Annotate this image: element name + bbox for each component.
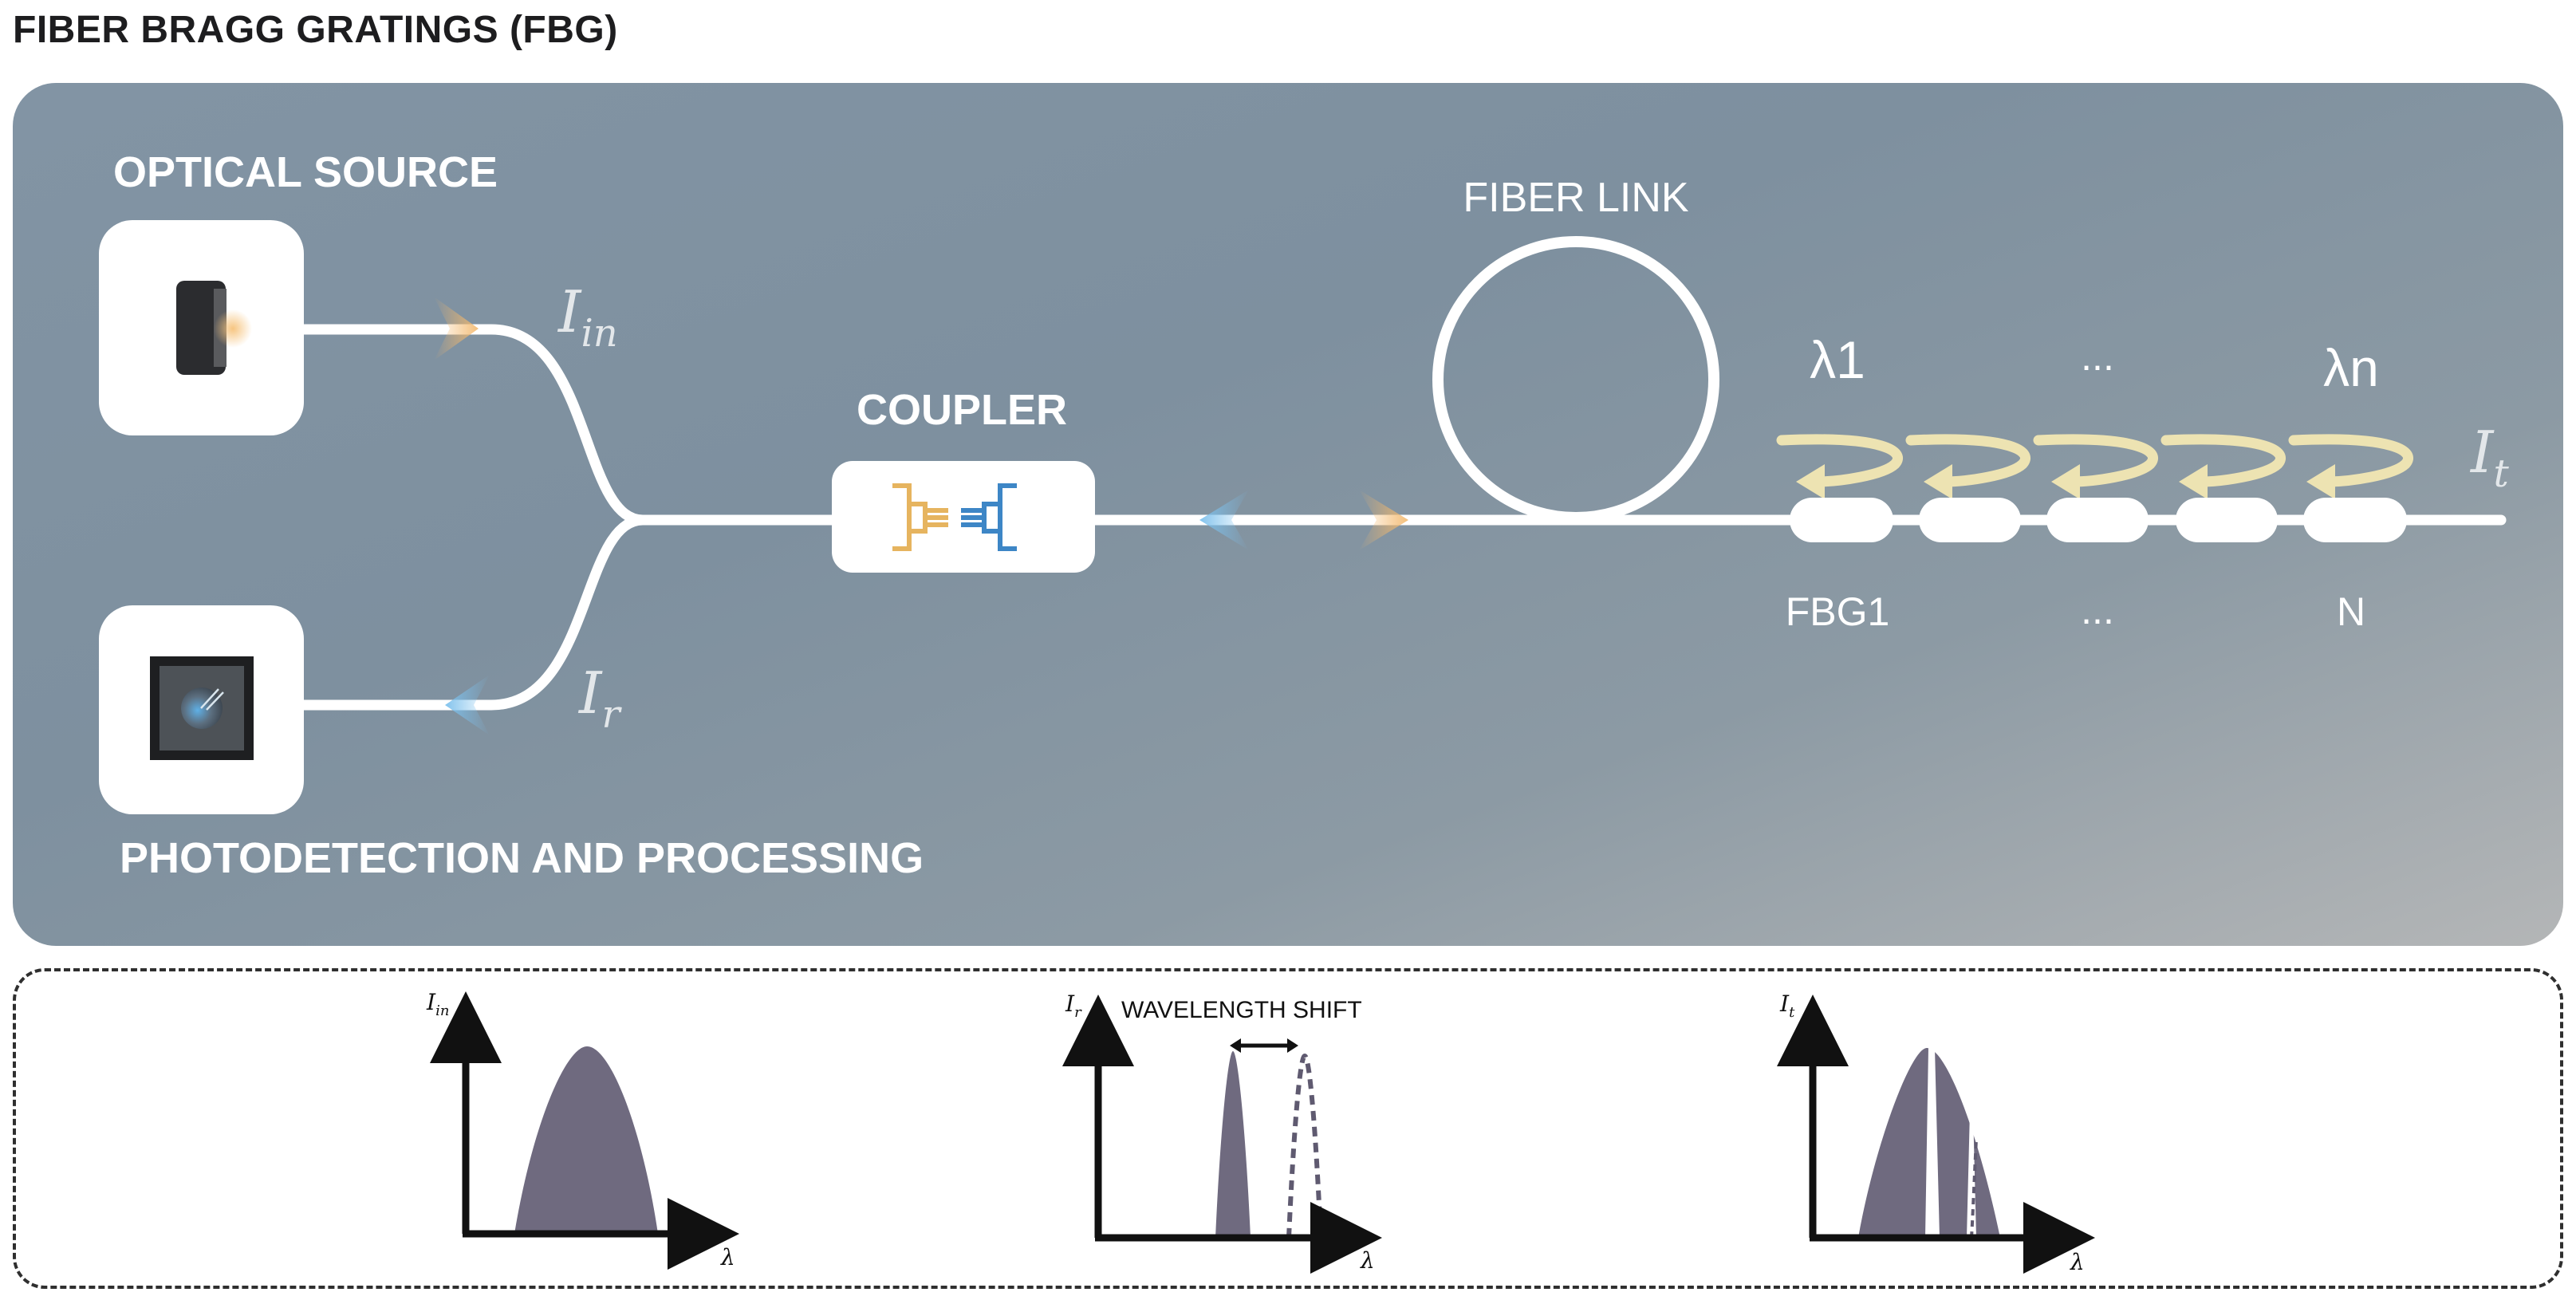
grating-2: [1919, 498, 2021, 542]
photodetector[interactable]: [99, 605, 304, 814]
grating-n: [2303, 498, 2407, 542]
light-direction-indicators: [434, 297, 1408, 735]
input-intensity-label: Iin: [557, 278, 618, 356]
transmitted-axis-base: I: [1779, 991, 1790, 1017]
input-spectrum-plot: Iin λ: [426, 989, 739, 1270]
transmitted-dashed-edge: [1970, 1138, 1978, 1239]
reflection-arrow-1: [1776, 434, 1903, 487]
reflection-arrow-3: [2033, 434, 2158, 487]
reflected-axis-sub: r: [1074, 1004, 1082, 1021]
grating-last-label: N: [2337, 589, 2365, 634]
input-intensity-base: I: [557, 278, 582, 345]
reflected-peak-shifted: [1286, 1053, 1323, 1239]
reflected-intensity-label: Ir: [577, 660, 622, 737]
transmitted-axis-sub: t: [1789, 1004, 1795, 1021]
system-schematic: OPTICAL SOURCE PHOTODETECTION AND PROCES…: [99, 148, 2509, 882]
wavelength-last-label: λn: [2323, 338, 2379, 397]
forward-pulse-coupler-icon: [1359, 490, 1408, 550]
spectra-panel: Iin λ Ir λ WAVELENGTH SHIFT: [13, 968, 2563, 1289]
reflected-intensity-sub: r: [601, 692, 622, 737]
transmitted-intensity-base: I: [2469, 419, 2495, 486]
input-spectrum-curve: [514, 1046, 658, 1234]
source-emission-glow: [214, 309, 252, 348]
fbg-system-diagram: OPTICAL SOURCE PHOTODETECTION AND PROCES…: [13, 83, 2563, 946]
forward-pulse-icon: [434, 297, 479, 360]
wavelength-ellipsis-label: ...: [2081, 334, 2114, 379]
coupler-icon: [892, 483, 1017, 551]
detector-fiber: [294, 514, 648, 711]
reflection-arrow-5: [2288, 434, 2413, 487]
reflected-x-label: λ: [1360, 1247, 1375, 1274]
fiber-link-loop: [1432, 236, 1719, 523]
photodetection-label: PHOTODETECTION AND PROCESSING: [120, 834, 924, 882]
input-intensity-sub: in: [581, 311, 617, 356]
grating-3: [2046, 498, 2149, 542]
transmitted-intensity-sub: t: [2493, 451, 2509, 496]
reflection-arrows: [1776, 434, 2413, 487]
reflected-intensity-base: I: [577, 660, 603, 727]
spectra-plots: Iin λ Ir λ WAVELENGTH SHIFT: [426, 989, 2095, 1275]
return-pulse-coupler-icon: [1199, 490, 1249, 550]
wavelength-first-label: λ1: [1810, 330, 1865, 389]
fiber-bragg-gratings: [1790, 498, 2407, 542]
input-axis-label: Iin: [426, 989, 449, 1019]
fiber-link-label: FIBER LINK: [1463, 175, 1688, 221]
optical-source[interactable]: [99, 220, 304, 435]
transmitted-axis-label: It: [1779, 991, 1795, 1021]
reflected-axis-label: Ir: [1065, 991, 1082, 1021]
grating-ellipsis-label: ...: [2081, 588, 2114, 632]
grating-first-label: FBG1: [1786, 589, 1890, 634]
source-fiber: [294, 324, 840, 526]
reflection-arrow-2: [1905, 434, 2030, 487]
wavelength-shift-arrow: [1230, 1038, 1298, 1053]
page-title: FIBER BRAGG GRATINGS (FBG): [13, 9, 618, 51]
grating-fbg1: [1790, 498, 1893, 542]
input-axis-base: I: [426, 989, 436, 1015]
reflection-arrowheads: [1796, 464, 2335, 499]
transmitted-intensity-label: It: [2469, 419, 2509, 496]
input-x-label: λ: [720, 1244, 735, 1270]
transmitted-notch-2: [1967, 1111, 1976, 1238]
reflected-peak-original: [1215, 1051, 1251, 1238]
reflected-axis-base: I: [1065, 991, 1075, 1017]
grating-4: [2176, 498, 2278, 542]
transmitted-spectrum-plot: It λ: [1777, 991, 2095, 1275]
fiber-network: [294, 236, 2507, 711]
input-axis-sub: in: [435, 1003, 449, 1019]
transmitted-x-label: λ: [2070, 1249, 2085, 1275]
reflection-arrow-4: [2160, 434, 2286, 487]
coupler-label: COUPLER: [857, 386, 1067, 434]
laser-diode-icon: [176, 281, 226, 375]
reflected-spectrum-plot: Ir λ WAVELENGTH SHIFT: [1062, 991, 1382, 1274]
transmitted-notch-1: [1925, 1048, 1940, 1238]
wavelength-shift-label: WAVELENGTH SHIFT: [1121, 997, 1362, 1023]
coupler[interactable]: [832, 461, 1095, 573]
return-pulse-icon: [445, 675, 490, 735]
optical-source-label: OPTICAL SOURCE: [113, 148, 498, 196]
